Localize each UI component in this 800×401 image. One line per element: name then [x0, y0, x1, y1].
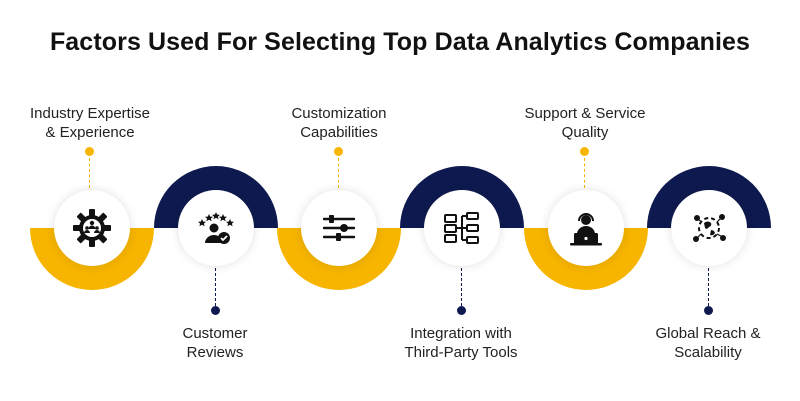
global-network-icon	[693, 214, 726, 242]
factor-1-label: Industry Expertise& Experience	[29, 105, 151, 141]
customer-rating-icon	[198, 212, 234, 244]
factor-1-circle	[54, 190, 130, 266]
factor-6-dot	[704, 306, 713, 315]
factor-5-dot	[580, 147, 589, 156]
gear-people-icon	[73, 209, 111, 247]
factor-5-circle	[548, 190, 624, 266]
flowchart-icon	[444, 212, 479, 244]
factor-1-connector	[89, 158, 90, 188]
factor-6-label: Global Reach &Scalability	[655, 325, 761, 361]
factor-3-connector	[338, 158, 339, 188]
factor-2-connector	[215, 268, 216, 306]
sliders-icon	[322, 215, 356, 241]
factor-2-circle	[178, 190, 254, 266]
factor-2-dot	[211, 306, 220, 315]
factor-4-connector	[461, 268, 462, 306]
factor-1-dot	[85, 147, 94, 156]
factor-6-connector	[708, 268, 709, 306]
factor-5-connector	[584, 158, 585, 188]
factor-4-circle	[424, 190, 500, 266]
factor-4-dot	[457, 306, 466, 315]
factor-6-circle	[671, 190, 747, 266]
page-title: Factors Used For Selecting Top Data Anal…	[49, 28, 751, 56]
factor-3-circle	[301, 190, 377, 266]
support-agent-icon	[570, 213, 602, 246]
factor-3-dot	[334, 147, 343, 156]
